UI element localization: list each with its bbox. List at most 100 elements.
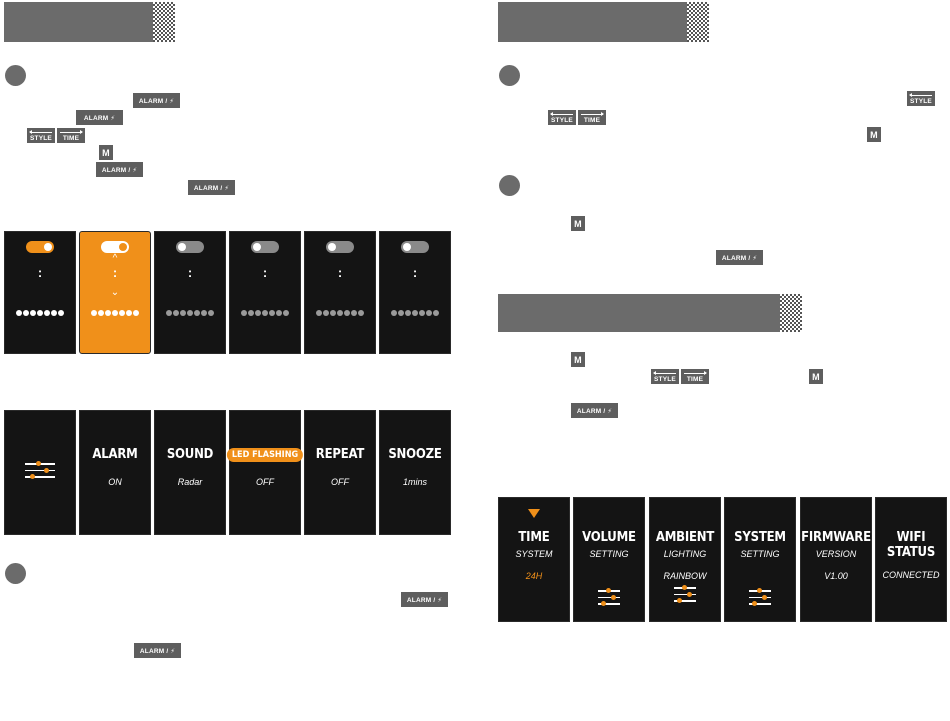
toggle-switch — [176, 241, 204, 253]
weekday-dot — [241, 310, 247, 316]
slider-knob — [36, 461, 42, 466]
weekday-dot — [44, 310, 50, 316]
menu-value: 1mins — [402, 477, 427, 487]
settings-subtitle: LIGHTING — [663, 549, 707, 559]
weekday-dot — [98, 310, 104, 316]
menu-value: OFF — [331, 477, 349, 487]
weekday-dots — [380, 308, 450, 316]
weekday-dot — [269, 310, 275, 316]
weekday-dot — [351, 310, 357, 316]
right-section-header-2 — [498, 294, 802, 332]
settings-title: TIME — [518, 530, 550, 545]
time-colon: : — [262, 265, 268, 280]
alarm-button-icon: ALARM ⚡ — [76, 110, 123, 125]
alarm-screen: : — [304, 231, 376, 354]
menu-title: SOUND — [166, 447, 214, 462]
time-button-icon: TIME — [57, 128, 85, 143]
weekday-dot — [337, 310, 343, 316]
weekday-dot — [358, 310, 364, 316]
alarm-screen: : — [154, 231, 226, 354]
slider-knob — [677, 598, 683, 603]
settings-title: FIRMWARE — [801, 530, 871, 545]
checker-pattern — [153, 2, 175, 42]
sliders-icon — [674, 585, 696, 607]
weekday-dot — [201, 310, 207, 316]
alarm-button-icon: ALARM / ⚡ — [96, 162, 143, 177]
weekday-dot — [37, 310, 43, 316]
alarm-menu-screen — [4, 410, 76, 535]
toggle-switch — [401, 241, 429, 253]
toggle-knob — [253, 243, 261, 251]
settings-value: V1.00 — [824, 571, 848, 581]
slider-knob — [681, 585, 687, 590]
chevron-down-icon: ⌄ — [110, 287, 120, 298]
slider-line — [598, 588, 620, 593]
sliders-icon — [749, 588, 771, 610]
toggle-switch — [326, 241, 354, 253]
step-circle-2 — [5, 563, 26, 584]
alarm-button-icon: ALARM / ⚡ — [571, 403, 618, 418]
menu-title-highlighted: LED FLASHING — [226, 448, 304, 462]
time-colon: : — [187, 265, 193, 280]
toggle-knob — [119, 243, 127, 251]
toggle-switch — [251, 241, 279, 253]
weekday-dot — [194, 310, 200, 316]
alarm-button-icon: ALARM / ⚡ — [716, 250, 763, 265]
settings-value: CONNECTED — [882, 570, 940, 580]
weekday-dot — [23, 310, 29, 316]
alarm-button-icon: ALARM / ⚡ — [401, 592, 448, 607]
selection-triangle-icon — [528, 509, 540, 518]
slider-knob — [30, 474, 35, 479]
weekday-dot — [405, 310, 411, 316]
m-button-icon: M — [571, 352, 585, 367]
settings-subtitle: VERSION — [815, 549, 857, 559]
weekday-dot — [105, 310, 111, 316]
weekday-dot — [180, 310, 186, 316]
weekday-dot — [391, 310, 397, 316]
toggle-knob — [403, 243, 411, 251]
style-button-icon: STYLE — [651, 369, 679, 384]
slider-line — [749, 594, 771, 600]
sliders-icon — [25, 461, 55, 483]
slider-line — [749, 601, 771, 606]
menu-title: ALARM — [92, 447, 138, 462]
weekday-dot — [248, 310, 254, 316]
weekday-dot — [208, 310, 214, 316]
slider-line — [674, 591, 696, 597]
weekday-dot — [133, 310, 139, 316]
slider-knob — [605, 588, 611, 593]
m-button-icon: M — [809, 369, 823, 384]
checker-pattern — [687, 2, 709, 42]
weekday-dot — [30, 310, 36, 316]
weekday-dot — [262, 310, 268, 316]
weekday-dot — [51, 310, 57, 316]
sliders-icon — [598, 588, 620, 610]
toggle-knob — [44, 243, 52, 251]
settings-subtitle: SETTING — [589, 549, 629, 559]
weekday-dot — [126, 310, 132, 316]
time-colon: : — [412, 265, 418, 280]
weekday-dot — [316, 310, 322, 316]
slider-line — [25, 474, 55, 479]
alarm-screen: : — [229, 231, 301, 354]
weekday-dot — [16, 310, 22, 316]
chevron-up-icon: ^ — [112, 253, 118, 264]
weekday-dots — [5, 308, 75, 316]
slider-knob — [756, 588, 762, 593]
slider-knob — [686, 591, 692, 597]
right-section-header-1 — [498, 2, 709, 42]
slider-knob — [761, 594, 767, 600]
weekday-dot — [166, 310, 172, 316]
step-circle-3 — [499, 65, 520, 86]
toggle-switch — [26, 241, 54, 253]
weekday-dot — [91, 310, 97, 316]
weekday-dots — [155, 308, 225, 316]
alarm-button-icon: ALARM / ⚡ — [134, 643, 181, 658]
weekday-dot — [187, 310, 193, 316]
weekday-dot — [433, 310, 439, 316]
